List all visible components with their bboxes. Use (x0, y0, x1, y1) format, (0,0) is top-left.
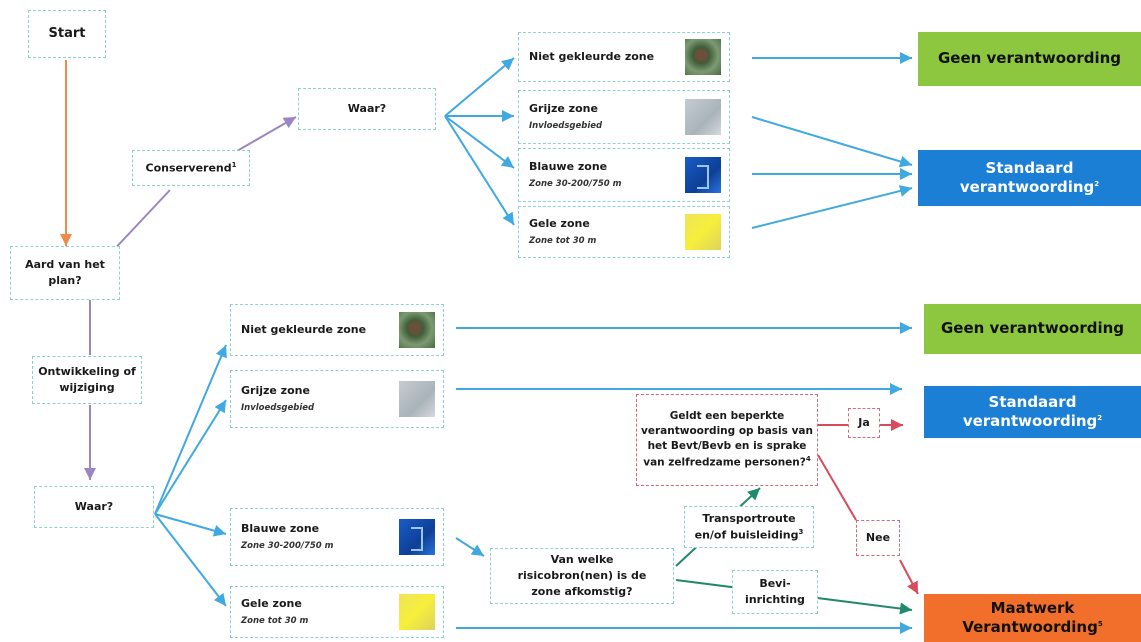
aard-label: Aard van het plan? (25, 258, 105, 287)
ja-label: Ja (858, 416, 870, 430)
outcome-standaard-footnote: 2 (1094, 180, 1100, 188)
blue-zone-map-icon (685, 157, 721, 193)
aerial-photo-icon (685, 39, 721, 75)
outcome-geen-label: Geen verantwoording (937, 49, 1122, 68)
outcome-standaard-verantwoording-top: Standaard verantwoording2 (918, 150, 1141, 206)
yellow-zone-map-icon (399, 594, 435, 630)
geldt-label: Geldt een beperkte verantwoording op bas… (641, 409, 813, 469)
conserverend-label: Conserverend (145, 161, 232, 175)
risicobron-label: Van welke risicobron(nen) is de zone afk… (517, 553, 647, 598)
risicobron-node: Van welke risicobron(nen) is de zone afk… (490, 548, 674, 604)
ja-node: Ja (848, 408, 880, 438)
outcome-standaard-label: Standaard verantwoording (959, 158, 1095, 197)
transport-node: Transportroute en/of buisleiding3 (684, 506, 814, 548)
ontwikkeling-node: Ontwikkeling of wijziging (32, 356, 142, 404)
bot-blauwe-label: Blauwe zone (241, 522, 320, 536)
waar-bottom-label: Waar? (74, 500, 114, 514)
outcome-standaard-label: Standaard verantwoording (962, 392, 1098, 431)
top-niet-gekleurde-zone: Niet gekleurde zone (518, 32, 730, 82)
bevi-node: Bevi-inrichting (732, 570, 818, 614)
outcome-standaard-verantwoording-bottom: Standaard verantwoording2 (924, 386, 1141, 438)
outcome-maatwerk-label: Maatwerk Verantwoording (962, 598, 1098, 637)
start-node: Start (28, 10, 106, 58)
bot-gele-sub: Zone tot 30 m (241, 616, 309, 627)
top-blauwe-label: Blauwe zone (529, 160, 608, 174)
bot-gele-label: Gele zone (241, 597, 302, 611)
geldt-node: Geldt een beperkte verantwoording op bas… (636, 394, 818, 486)
grey-zone-map-icon (685, 99, 721, 135)
aard-node: Aard van het plan? (10, 246, 120, 300)
waar-top-label: Waar? (347, 102, 387, 116)
nee-node: Nee (856, 520, 900, 556)
arrow-conserverend-waar (229, 116, 297, 156)
aerial-photo-icon (399, 312, 435, 348)
top-gele-label: Gele zone (529, 217, 590, 231)
bevi-label: Bevi-inrichting (745, 577, 805, 606)
outcome-standaard-footnote: 2 (1097, 414, 1103, 422)
top-niet-label: Niet gekleurde zone (529, 50, 655, 64)
bot-grijze-sub: Invloedsgebied (241, 403, 315, 414)
transport-label: Transportroute en/of buisleiding (694, 511, 799, 542)
blue-zone-map-icon (399, 519, 435, 555)
bot-blauwe-sub: Zone 30-200/750 m (241, 541, 334, 552)
waar-bottom-node: Waar? (34, 486, 154, 528)
bot-niet-gekleurde-zone: Niet gekleurde zone (230, 304, 444, 356)
arrow-aard-conserverend (107, 189, 171, 257)
outcome-geen-verantwoording-top: Geen verantwoording (918, 32, 1141, 86)
bot-niet-label: Niet gekleurde zone (241, 323, 367, 337)
top-blauwe-sub: Zone 30-200/750 m (529, 179, 622, 190)
conserverend-footnote: 1 (231, 160, 237, 169)
conserverend-node: Conserverend1 (132, 150, 250, 186)
top-gele-sub: Zone tot 30 m (529, 236, 597, 247)
top-grijze-label: Grijze zone (529, 102, 598, 116)
grey-zone-map-icon (399, 381, 435, 417)
bot-grijze-label: Grijze zone (241, 384, 310, 398)
geldt-footnote: 4 (805, 455, 811, 464)
nee-label: Nee (865, 531, 891, 545)
ontwikkeling-label: Ontwikkeling of wijziging (38, 365, 136, 394)
yellow-zone-map-icon (685, 214, 721, 250)
transport-footnote: 3 (798, 527, 804, 536)
outcome-maatwerk-verantwoording: Maatwerk Verantwoording5 (924, 594, 1141, 642)
waar-top-node: Waar? (298, 88, 436, 130)
outcome-geen-verantwoording-bottom: Geen verantwoording (924, 304, 1141, 354)
outcome-maatwerk-footnote: 5 (1097, 620, 1103, 628)
outcome-geen-label: Geen verantwoording (940, 319, 1125, 338)
start-label: Start (48, 25, 86, 41)
top-grijze-sub: Invloedsgebied (529, 121, 603, 132)
